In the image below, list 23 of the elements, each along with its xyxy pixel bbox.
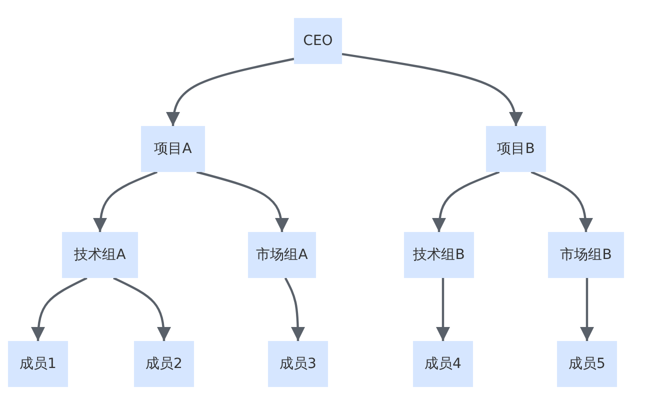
arrow: [31, 277, 88, 342]
arrow: [166, 58, 294, 126]
org-box: 成员3: [268, 341, 328, 387]
arrow: [342, 53, 522, 126]
org-box: 市场组B: [548, 232, 624, 278]
org-box: 项目B: [486, 126, 546, 172]
arrow: [196, 170, 288, 232]
org-box: CEO: [294, 18, 342, 64]
arrow: [436, 278, 450, 341]
org-box: 成员2: [134, 341, 194, 387]
org-box: 成员5: [557, 341, 617, 387]
org-box: 技术组A: [62, 232, 138, 278]
arrow: [530, 170, 593, 232]
arrow: [580, 278, 594, 341]
org-box: 项目A: [141, 126, 205, 172]
arrow: [432, 170, 500, 232]
org-box: 技术组B: [404, 232, 474, 278]
org-box: 市场组A: [248, 232, 316, 278]
arrow: [93, 170, 158, 232]
org-box: 成员4: [413, 341, 473, 387]
arrow: [284, 277, 305, 341]
org-box: 成员1: [8, 341, 68, 387]
arrow: [113, 277, 171, 342]
